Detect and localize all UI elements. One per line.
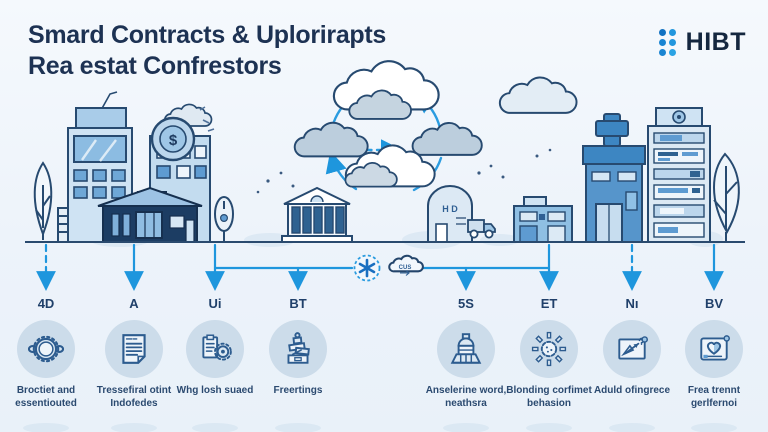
icon-circle-3 <box>186 320 244 378</box>
title-line-1: Smard Contracts & Uplorirapts <box>28 21 387 49</box>
logo-dots-icon <box>658 29 676 56</box>
icon-circle-4 <box>269 320 327 378</box>
tree-icon <box>33 161 53 240</box>
cloud-right-icon <box>411 122 483 156</box>
column-tag-2: A <box>129 296 139 311</box>
connector-arrows <box>36 243 724 291</box>
cloud-sync-icon: CUS <box>388 254 424 276</box>
column-tag-4: BT <box>289 296 307 311</box>
column-tag-8: BV <box>704 296 724 311</box>
icon-circle-8 <box>685 320 743 378</box>
bank-icon <box>281 186 353 243</box>
street-lamp-icon <box>214 196 234 242</box>
chart-frame-icon <box>618 336 648 360</box>
small-building-icon <box>513 196 573 243</box>
gear-burst-icon <box>531 331 567 367</box>
heart-frame-icon <box>700 335 730 361</box>
sparkle-dots <box>256 148 552 194</box>
column-caption-3: Whg losh suaed <box>176 385 254 396</box>
coin-dollar-icon: $ <box>150 103 215 162</box>
column-caption-6: Blonding corfimet behasion <box>506 385 592 409</box>
column-caption-5: Anselerine word, neathsra <box>425 385 507 409</box>
cloud-cycle-icon <box>293 60 483 192</box>
column-caption-7: Aduld ofingrece <box>593 385 671 396</box>
column-caption-4: Freertings <box>273 385 323 396</box>
title-line-2: Rea estat Confrestors <box>28 52 282 80</box>
page-title: Smard Contracts & Uplorirapts Rea estat … <box>28 20 386 82</box>
tower-building-icon <box>647 107 711 243</box>
brand-name: HIBT <box>685 28 746 56</box>
icon-circle-5 <box>437 320 495 378</box>
column-tag-1: 4D <box>37 296 55 311</box>
column-tag-7: Nı <box>625 296 639 311</box>
medical-star-icon <box>353 254 381 282</box>
cloud-topright-icon <box>498 76 578 114</box>
cloud-left-icon <box>293 121 369 158</box>
icon-circle-6 <box>520 320 578 378</box>
icon-circle-1 <box>17 320 75 378</box>
kiosk-icon: H D <box>427 185 473 243</box>
icon-circle-7 <box>603 320 661 378</box>
column-caption-2: Tressefiral otint Indofedes <box>96 385 172 409</box>
icon-circle-2 <box>105 320 163 378</box>
modern-house-icon <box>97 186 203 243</box>
gear-ring-icon <box>28 335 64 363</box>
coin-symbol: $ <box>169 132 178 149</box>
clipboard-gear-icon <box>202 334 232 361</box>
stacked-blocks-icon <box>287 332 310 364</box>
tree-right-icon <box>713 152 740 242</box>
column-caption-8: Frea trennt gerlfernoi <box>687 385 741 409</box>
column-tag-3: Ui <box>208 296 222 311</box>
column-caption-1: Broctiet and essentiouted <box>15 385 77 409</box>
document-icon <box>122 334 146 364</box>
column-shadows <box>23 423 737 432</box>
column-tag-6: ET <box>540 296 558 311</box>
bell-tower-icon <box>450 333 482 364</box>
brand-logo: HIBT <box>658 28 746 57</box>
hospital-icon <box>582 113 646 243</box>
cloud-sync-label: CUS <box>399 265 412 271</box>
column-tag-5: 5S <box>458 296 474 311</box>
kiosk-text: H D <box>442 204 458 214</box>
truck-icon <box>467 219 496 239</box>
